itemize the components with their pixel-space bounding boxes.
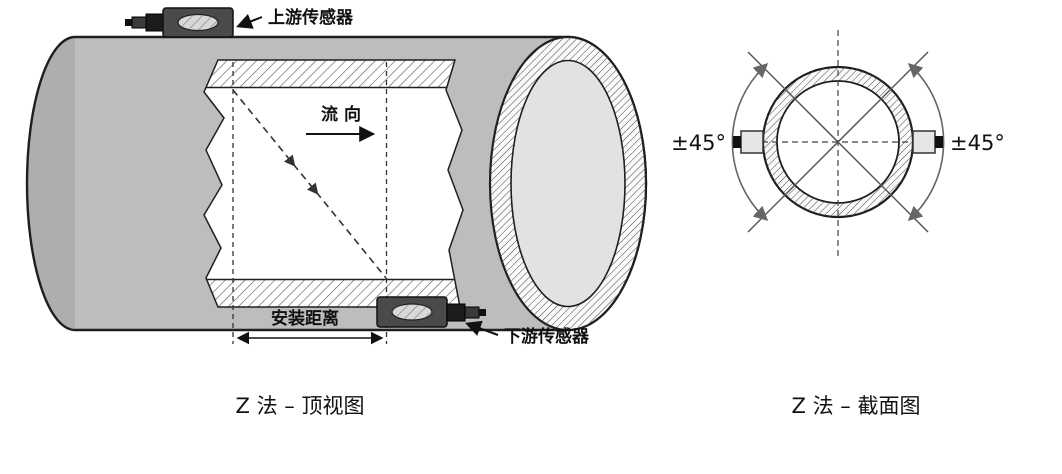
section-sensor-right xyxy=(912,130,943,154)
pipe-wall-section-top xyxy=(204,60,463,88)
upstream-label-arrow xyxy=(236,13,263,29)
diagonal-line-2 xyxy=(747,51,929,233)
ultrasonic-beam-path xyxy=(232,89,387,279)
top-view-caption: Z 法 – 顶视图 xyxy=(236,394,365,418)
cross-section-diagram: ±45° ±45° Z 法 – 截面图 xyxy=(671,30,1005,418)
downstream-label-arrow xyxy=(464,320,499,336)
angle-label-right: ±45° xyxy=(950,131,1005,155)
cross-section-caption: Z 法 – 截面图 xyxy=(792,394,921,418)
section-sensor-left xyxy=(733,130,764,154)
upstream-sensor xyxy=(125,7,234,38)
install-distance-label: 安装距离 xyxy=(271,308,339,329)
angle-label-left: ±45° xyxy=(671,131,726,155)
flow-direction-label: 流 向 xyxy=(321,104,361,125)
downstream-sensor xyxy=(376,296,486,328)
pipe-cutaway xyxy=(203,59,464,308)
top-view-diagram: 流 向 上游传感器 下游传感器 安装距离 Z 法 – 顶视图 xyxy=(25,7,648,418)
downstream-sensor-label: 下游传感器 xyxy=(504,326,590,347)
angle-arc-left xyxy=(731,63,769,221)
pipe-left-cap xyxy=(27,37,75,330)
pipe-open-end xyxy=(488,35,648,332)
angle-arc-right xyxy=(907,63,945,221)
upstream-sensor-label: 上游传感器 xyxy=(268,7,354,28)
cutaway-interior xyxy=(204,60,463,307)
cutaway-outline xyxy=(203,59,464,308)
